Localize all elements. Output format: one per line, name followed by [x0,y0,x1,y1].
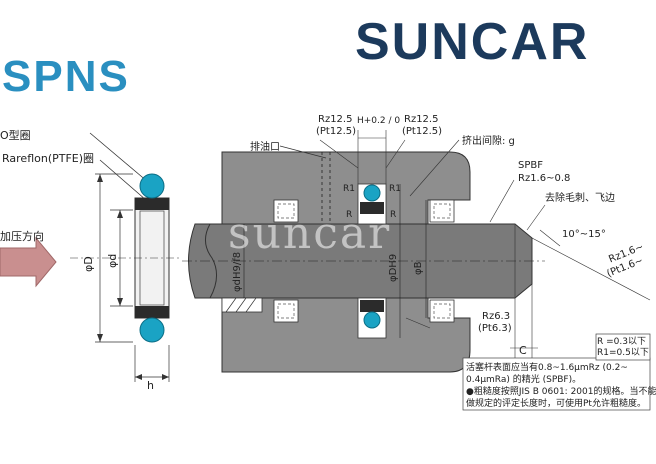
rz-bottom-label: Rz6.3 [482,311,511,322]
chamfer-angle-label: 10°~15° [562,229,606,240]
r-right-label: R [390,210,397,220]
phi-B-label: φB [413,261,424,275]
o-ring-label: O型圈 [0,129,31,142]
radius-line-2: R1=0.5以下 [597,348,649,358]
series-title: SPNS [2,52,130,101]
pt-left-label: (Pt12.5) [316,126,357,137]
c-label: C [519,344,527,357]
notes-box [462,357,651,411]
note-line-4: 做规定的评定长度时，可使用Pt允许粗糙度。 [466,399,646,409]
o-ring-install-bottom [363,311,381,329]
pressure-arrow [0,236,57,288]
slot-upper-left [273,199,299,223]
brand-logo: SUNCAR [355,13,590,71]
extrusion-gap-label: 挤出间隙: g [462,136,515,147]
piston-rod [188,223,533,299]
notes-text: 活塞杆表面应当有0.8~1.6μmRz (0.2~ 0.4μmRa) 的精光 (… [466,362,656,410]
install-section [182,130,651,411]
rz-left-label: Rz12.5 [318,114,353,125]
pressure-label: 加压方向 [0,230,44,243]
slot-lower-right [429,299,455,323]
r1-left-label: R1 [343,184,355,194]
note-line-2: 0.4μmRa) 的精光 (SPBF)。 [466,375,582,385]
watermark: suncar [228,208,392,259]
note-line-1: 活塞杆表面应当有0.8~1.6μmRz (0.2~ [466,363,628,373]
tolerance-label: H+0.2 / 0 [357,116,401,126]
drain-port-label: 排油口 [250,142,280,153]
slot-upper-right [429,199,455,223]
phi-D-label: φD [82,256,95,272]
deburr-label: 去除毛刺、飞边 [545,193,615,204]
rz-rod-label: Rz1.6~0.8 [518,173,571,184]
phi-d-label: φd [106,253,119,268]
radius-line-1: R =0.3以下 [597,337,646,347]
note-line-3: ●粗糙度按照JIS B 0601: 2001的规格。当不能 [466,387,656,397]
ptfe-label: Rareflon(PTFE)圈 [2,152,95,165]
radius-text: R =0.3以下 R1=0.5以下 [597,337,649,359]
o-ring-bottom [139,317,165,343]
ptfe-install-bottom [360,300,384,312]
spbf-label: SPBF [518,160,543,171]
r-left-label: R [346,210,353,220]
r1-right-label: R1 [389,184,401,194]
ptfe-install-top [360,202,384,214]
pt-right-label: (Pt12.5) [402,126,443,137]
o-ring-install-top [363,184,381,202]
slot-lower-left [273,299,299,323]
ptfe-ring-bottom [135,306,169,318]
ptfe-ring-top [135,198,169,210]
h-label: h [147,379,154,392]
radius-box [595,333,651,361]
rz-right-label: Rz12.5 [404,114,439,125]
o-ring-top [139,173,165,199]
pt-bottom-label: (Pt6.3) [478,323,512,334]
ring-section [0,132,180,382]
